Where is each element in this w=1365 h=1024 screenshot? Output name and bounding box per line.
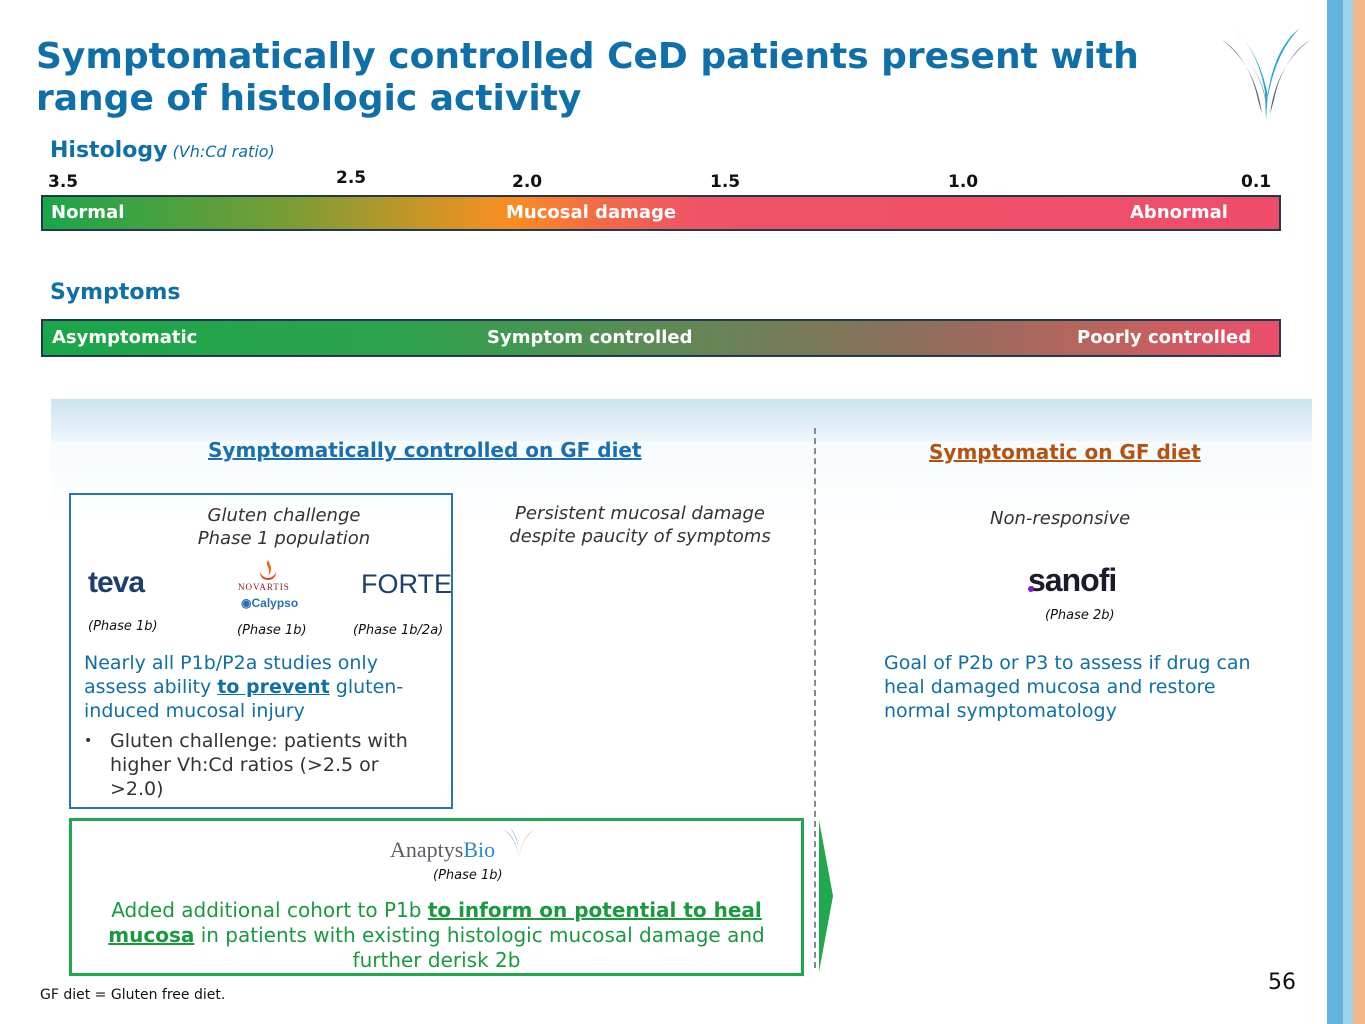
page-title: Symptomatically controlled CeD patients … (36, 36, 1139, 119)
bar-label-poorly-controlled: Poorly controlled (1077, 327, 1252, 348)
bar-label-mucosal-damage: Mucosal damage (506, 202, 677, 223)
emphasis-prevent: to prevent (217, 676, 330, 698)
bullet-dot: • (84, 733, 93, 749)
footnote: GF diet = Gluten free diet. (40, 987, 226, 1003)
logo-text-b: Bio (463, 837, 496, 862)
non-responsive-caption: Non-responsive (990, 508, 1131, 529)
gluten-challenge-caption: Gluten challenge Phase 1 population (150, 504, 418, 550)
caption-line: Phase 1 population (197, 528, 371, 549)
section-band (51, 399, 1312, 441)
calypso-dot-icon: ◉ (241, 596, 252, 610)
section-band-fade (51, 441, 1312, 529)
bullet-text: Gluten challenge: patients with higher V… (110, 730, 408, 800)
caption-line: Gluten challenge (207, 505, 361, 526)
histology-heading: Histology (Vh:Cd ratio) (50, 138, 275, 163)
calypso-name: Calypso (251, 596, 299, 610)
tick-label: 3.5 (48, 172, 79, 192)
green-arrow-icon (819, 820, 833, 972)
p2b-goal-description: Goal of P2b or P3 to assess if drug can … (884, 652, 1251, 722)
heal-mucosa-description: Added additional cohort to P1b to inform… (84, 898, 789, 973)
histology-gradient-bar: Normal Mucosal damage Abnormal (41, 195, 1281, 231)
prevent-description: Nearly all P1b/P2a studies only assess a… (84, 651, 434, 723)
bar-label-asymptomatic: Asymptomatic (52, 327, 198, 348)
bullet-item: • Gluten challenge: patients with higher… (84, 729, 434, 801)
novartis-flame-icon (260, 560, 276, 580)
histology-label: Histology (50, 138, 168, 163)
novartis-logo-text: NOVARTIS (238, 582, 290, 592)
edge-stripe (1353, 0, 1365, 1024)
right-column-heading: Symptomatic on GF diet (929, 440, 1201, 464)
logo-text-a: Anaptys (390, 837, 464, 862)
column-divider (814, 428, 816, 968)
phase-label: (Phase 1b/2a) (353, 623, 444, 638)
phase-label: (Phase 2b) (1045, 608, 1115, 623)
sanofi-logo: sanofi (1028, 562, 1117, 598)
symptoms-gradient-bar: Asymptomatic Symptom controlled Poorly c… (41, 319, 1281, 357)
company-logo-icon (1222, 28, 1310, 120)
caption-line: despite paucity of symptoms (509, 526, 771, 547)
calypso-logo-text: ◉Calypso (241, 596, 298, 610)
tick-label: 0.1 (1241, 172, 1272, 192)
anaptysbio-logo: AnaptysBio (390, 837, 495, 863)
left-column-heading: Symptomatically controlled on GF diet (208, 438, 642, 462)
bar-label-symptom-controlled: Symptom controlled (487, 327, 693, 348)
sanofi-dot-icon (1028, 586, 1034, 592)
emphasis-heal: to inform on potential to heal mucosa (108, 898, 762, 947)
anaptysbio-mark-icon (504, 828, 534, 858)
tick-label: 2.5 (336, 168, 367, 188)
persistent-damage-caption: Persistent mucosal damage despite paucit… (490, 502, 790, 548)
text-span: in patients with existing histologic muc… (194, 923, 765, 972)
phase-label: (Phase 1b) (433, 868, 503, 883)
bar-label-normal: Normal (51, 202, 125, 223)
edge-stripe (1327, 0, 1343, 1024)
page-number: 56 (1268, 970, 1296, 995)
text-span: Added additional cohort to P1b (111, 898, 428, 922)
text-span: Nearly all P1b/P2a studies only assess a… (84, 652, 378, 698)
phase-label: (Phase 1b) (237, 623, 307, 638)
histology-sublabel: (Vh:Cd ratio) (172, 142, 275, 161)
forte-logo: FORTE (361, 569, 453, 599)
anaptysbio-box (69, 818, 804, 976)
edge-stripe (1343, 0, 1353, 1024)
teva-logo: teva (88, 566, 145, 599)
bar-label-abnormal: Abnormal (1130, 202, 1228, 223)
gluten-challenge-box (69, 493, 453, 809)
symptoms-label: Symptoms (50, 280, 181, 305)
text-span: gluten-induced mucosal injury (84, 676, 404, 722)
tick-label: 2.0 (512, 172, 543, 192)
tick-label: 1.0 (948, 172, 979, 192)
phase-label: (Phase 1b) (88, 619, 158, 634)
tick-label: 1.5 (710, 172, 741, 192)
caption-line: Persistent mucosal damage (515, 503, 765, 524)
